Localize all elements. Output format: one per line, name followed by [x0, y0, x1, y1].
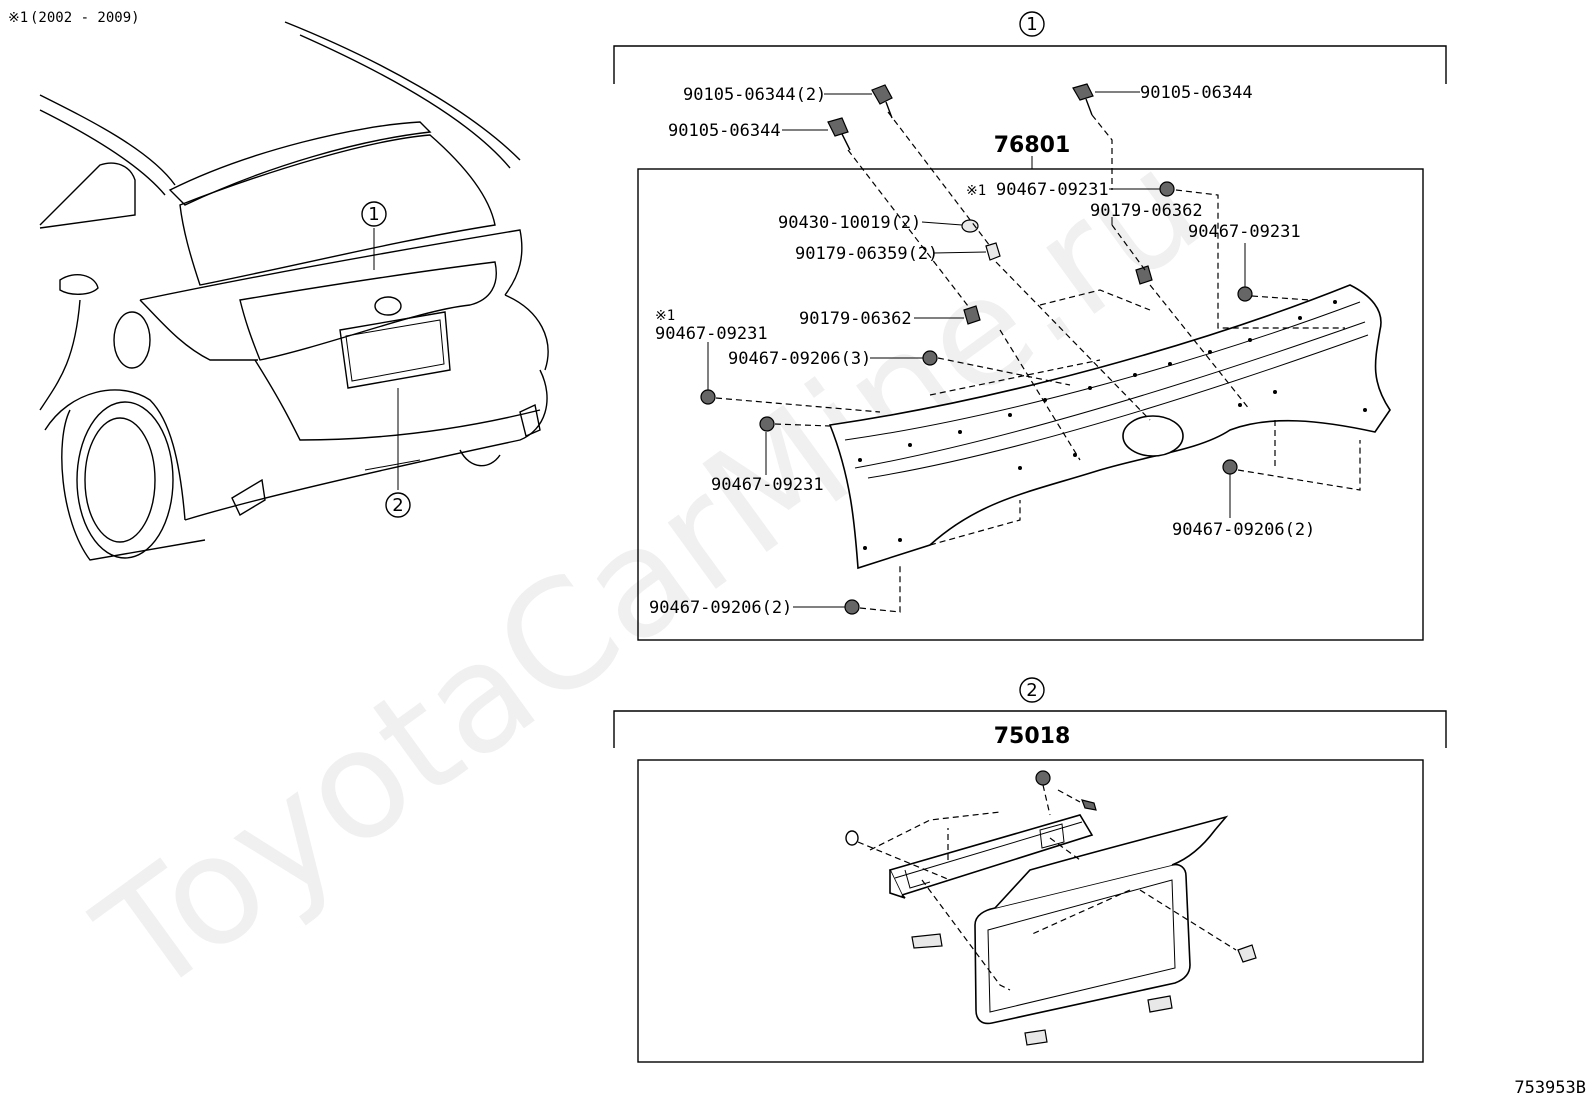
section-2-frame: [637, 759, 1424, 1063]
section-1-callout: [1019, 11, 1045, 37]
part-label-e: 90430-10019(2): [778, 213, 921, 233]
part-label-j: 90467-09231: [655, 324, 768, 344]
assembly-76801: 76801: [994, 133, 1071, 158]
part-label-j-mark: ※1: [655, 308, 675, 324]
part-label-f: 90179-06359(2): [795, 244, 938, 264]
fasteners: [700, 83, 1253, 615]
part-label-d: 90467-09231: [996, 180, 1109, 200]
diagram-code: 753953B: [1514, 1078, 1586, 1098]
section-1-frame: [637, 168, 1424, 641]
part-label-d-mark: ※1: [966, 183, 986, 199]
part-label-h: 90467-09231: [1188, 222, 1301, 242]
part-label-l: 90467-09231: [711, 475, 824, 495]
section-2-bracket: [613, 710, 1447, 748]
section-1-bracket: [613, 45, 1447, 84]
assembly-75018: 75018: [994, 724, 1071, 749]
part-label-i: 90179-06362: [799, 309, 912, 329]
vehicle-callout-1-label: 1: [368, 204, 379, 225]
vehicle-rear-view: [39, 21, 549, 561]
part-label-m: 90467-09206(2): [1172, 520, 1315, 540]
part-label-g: 90179-06362: [1090, 201, 1203, 221]
vehicle-callout-1: [361, 201, 387, 227]
part-label-b: 90105-06344: [668, 121, 781, 141]
section-1-callout-label: 1: [1026, 14, 1037, 35]
note-text: (2002 - 2009): [30, 10, 140, 26]
vehicle-callout-2: [385, 492, 411, 518]
guide-lines: [715, 111, 1361, 613]
leaders: [707, 91, 1246, 608]
note-mark: ※1: [8, 10, 28, 26]
part-label-a: 90105-06344(2): [683, 85, 826, 105]
vehicle-callout-2-label: 2: [392, 495, 403, 516]
back-door-garnish: [828, 284, 1391, 570]
part-label-c: 90105-06344: [1140, 83, 1253, 103]
part-label-n: 90467-09206(2): [649, 598, 792, 618]
section-2-callout-label: 2: [1026, 680, 1037, 701]
section-2-callout: [1019, 677, 1045, 703]
part-label-k: 90467-09206(3): [728, 349, 871, 369]
license-plate-bracket: [845, 770, 1257, 1046]
